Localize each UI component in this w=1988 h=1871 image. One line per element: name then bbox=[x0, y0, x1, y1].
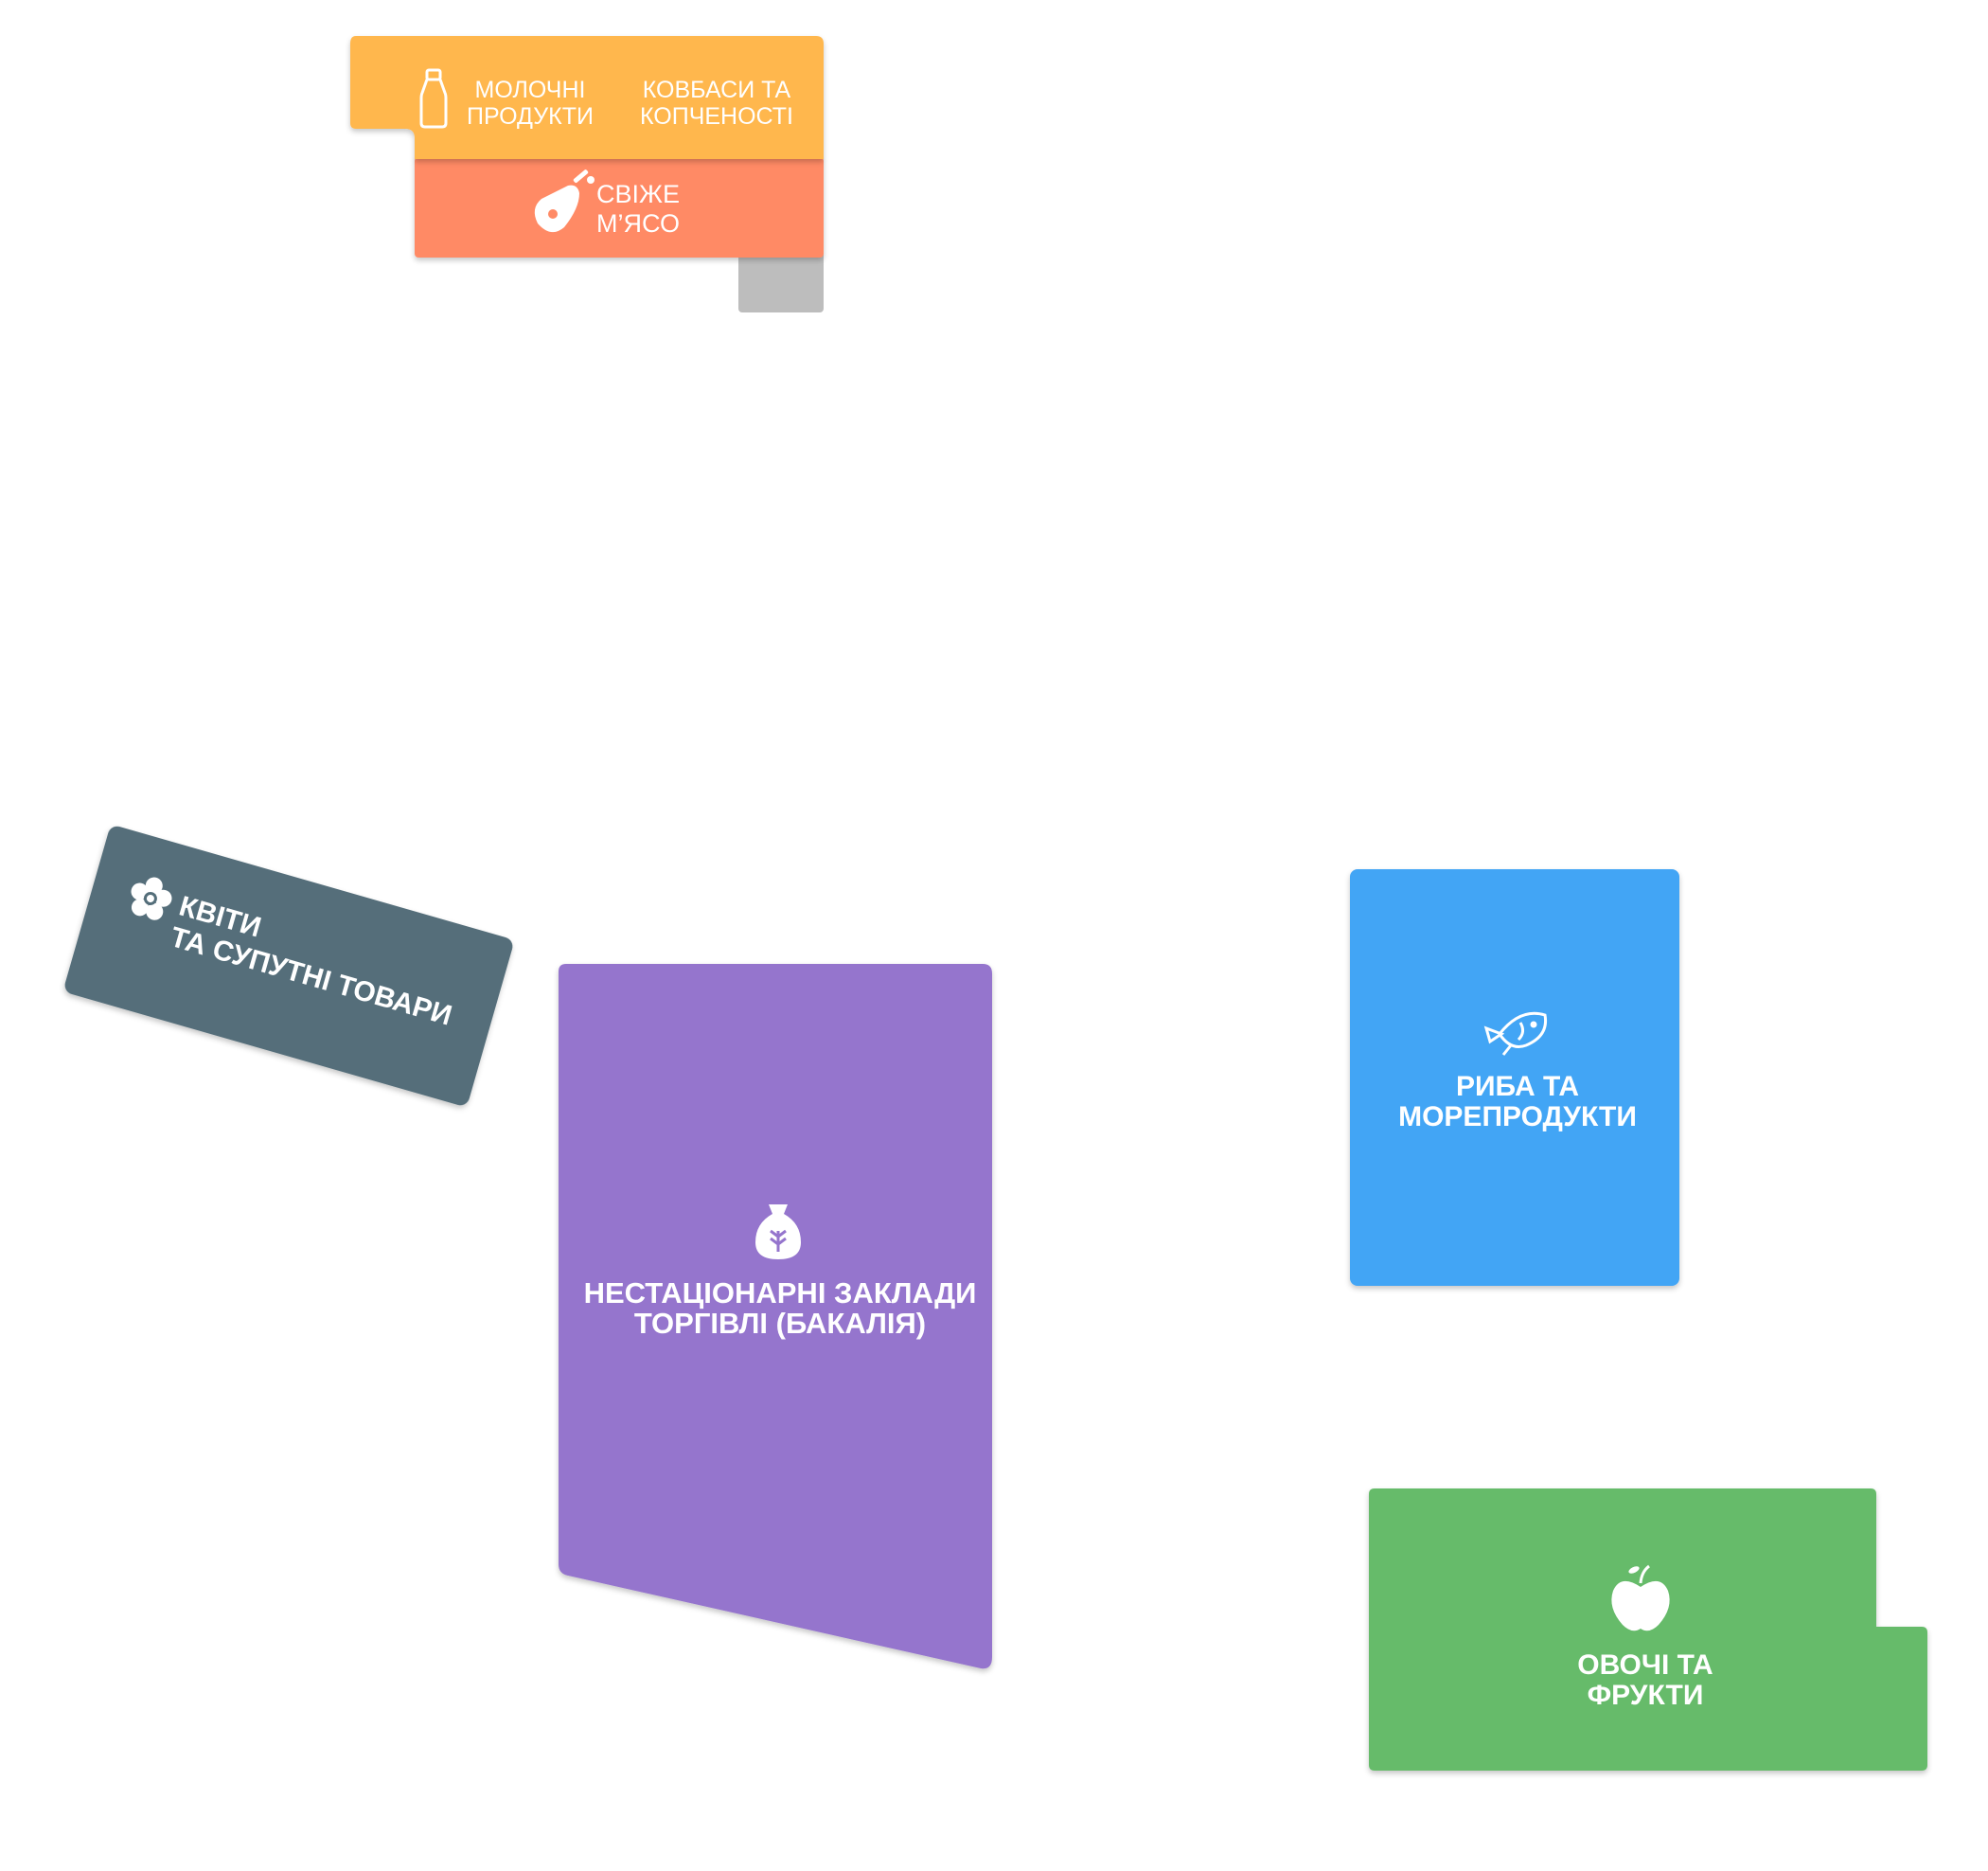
zone-dairy-label-2: ПРОДУКТИ bbox=[467, 103, 594, 130]
zone-fish-label-2: МОРЕПРОДУКТИ bbox=[1398, 1101, 1637, 1132]
zone-flowers[interactable]: КВІТИ ТА СУПУТНІ ТОВАРИ bbox=[62, 824, 515, 1107]
zone-fish-label-1: РИБА ТА bbox=[1456, 1071, 1579, 1102]
zone-dairy-sausages[interactable] bbox=[350, 36, 824, 159]
zone-fish-shape[interactable] bbox=[1350, 869, 1679, 1286]
zone-sausages-label-1: КОВБАСИ ТА bbox=[643, 77, 791, 103]
ham-leg-icon bbox=[534, 169, 595, 233]
service-block bbox=[738, 248, 824, 312]
zone-vegetables-label-2: ФРУКТИ bbox=[1588, 1680, 1704, 1711]
zone-fish[interactable] bbox=[1350, 869, 1679, 1286]
zone-meat[interactable] bbox=[415, 157, 824, 258]
fish-icon bbox=[1483, 1011, 1548, 1056]
apple-icon bbox=[1611, 1564, 1670, 1631]
milk-bottle-icon bbox=[419, 68, 448, 129]
zone-flowers-shape[interactable] bbox=[62, 824, 515, 1107]
zone-grocery-shape[interactable] bbox=[559, 964, 992, 1669]
zone-meat-shape[interactable] bbox=[415, 157, 824, 258]
flower-icon bbox=[131, 877, 172, 920]
zone-meat-label-1: СВІЖЕ bbox=[596, 180, 680, 208]
zone-grocery-label-1: НЕСТАЦІОНАРНІ ЗАКЛАДИ bbox=[584, 1276, 977, 1310]
zone-dairy-label-1: МОЛОЧНІ bbox=[475, 77, 586, 103]
zone-dairy-shape[interactable] bbox=[350, 36, 824, 159]
zone-service-block bbox=[738, 248, 824, 312]
zone-meat-label-2: М’ЯСО bbox=[596, 209, 680, 238]
zone-grocery-label-2: ТОРГІВЛІ (БАКАЛІЯ) bbox=[634, 1307, 926, 1340]
zone-grocery[interactable] bbox=[559, 964, 992, 1669]
grain-sack-icon bbox=[755, 1204, 801, 1259]
zone-vegetables-label-1: ОВОЧІ ТА bbox=[1577, 1649, 1713, 1681]
zone-sausages-label-2: КОПЧЕНОСТІ bbox=[640, 103, 793, 130]
